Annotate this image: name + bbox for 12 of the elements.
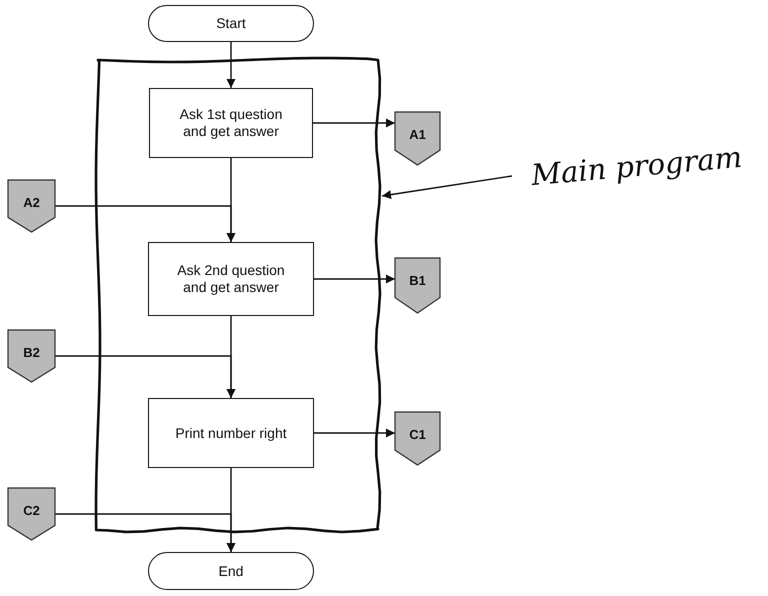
- terminal-pill: [148, 5, 314, 42]
- connector-label: B2: [23, 344, 40, 361]
- step-text: End: [218, 562, 244, 580]
- connector-label: C1: [409, 426, 426, 443]
- connector-label: C2: [23, 502, 40, 519]
- connector-label: A1: [409, 126, 426, 143]
- terminal-pill: [148, 552, 314, 590]
- step-text: Start: [216, 15, 246, 32]
- connector-label: A2: [23, 194, 40, 211]
- leader-arrow: [382, 175, 512, 200]
- frame-annotation: Main program: [530, 140, 744, 192]
- connector-label: B1: [409, 272, 426, 289]
